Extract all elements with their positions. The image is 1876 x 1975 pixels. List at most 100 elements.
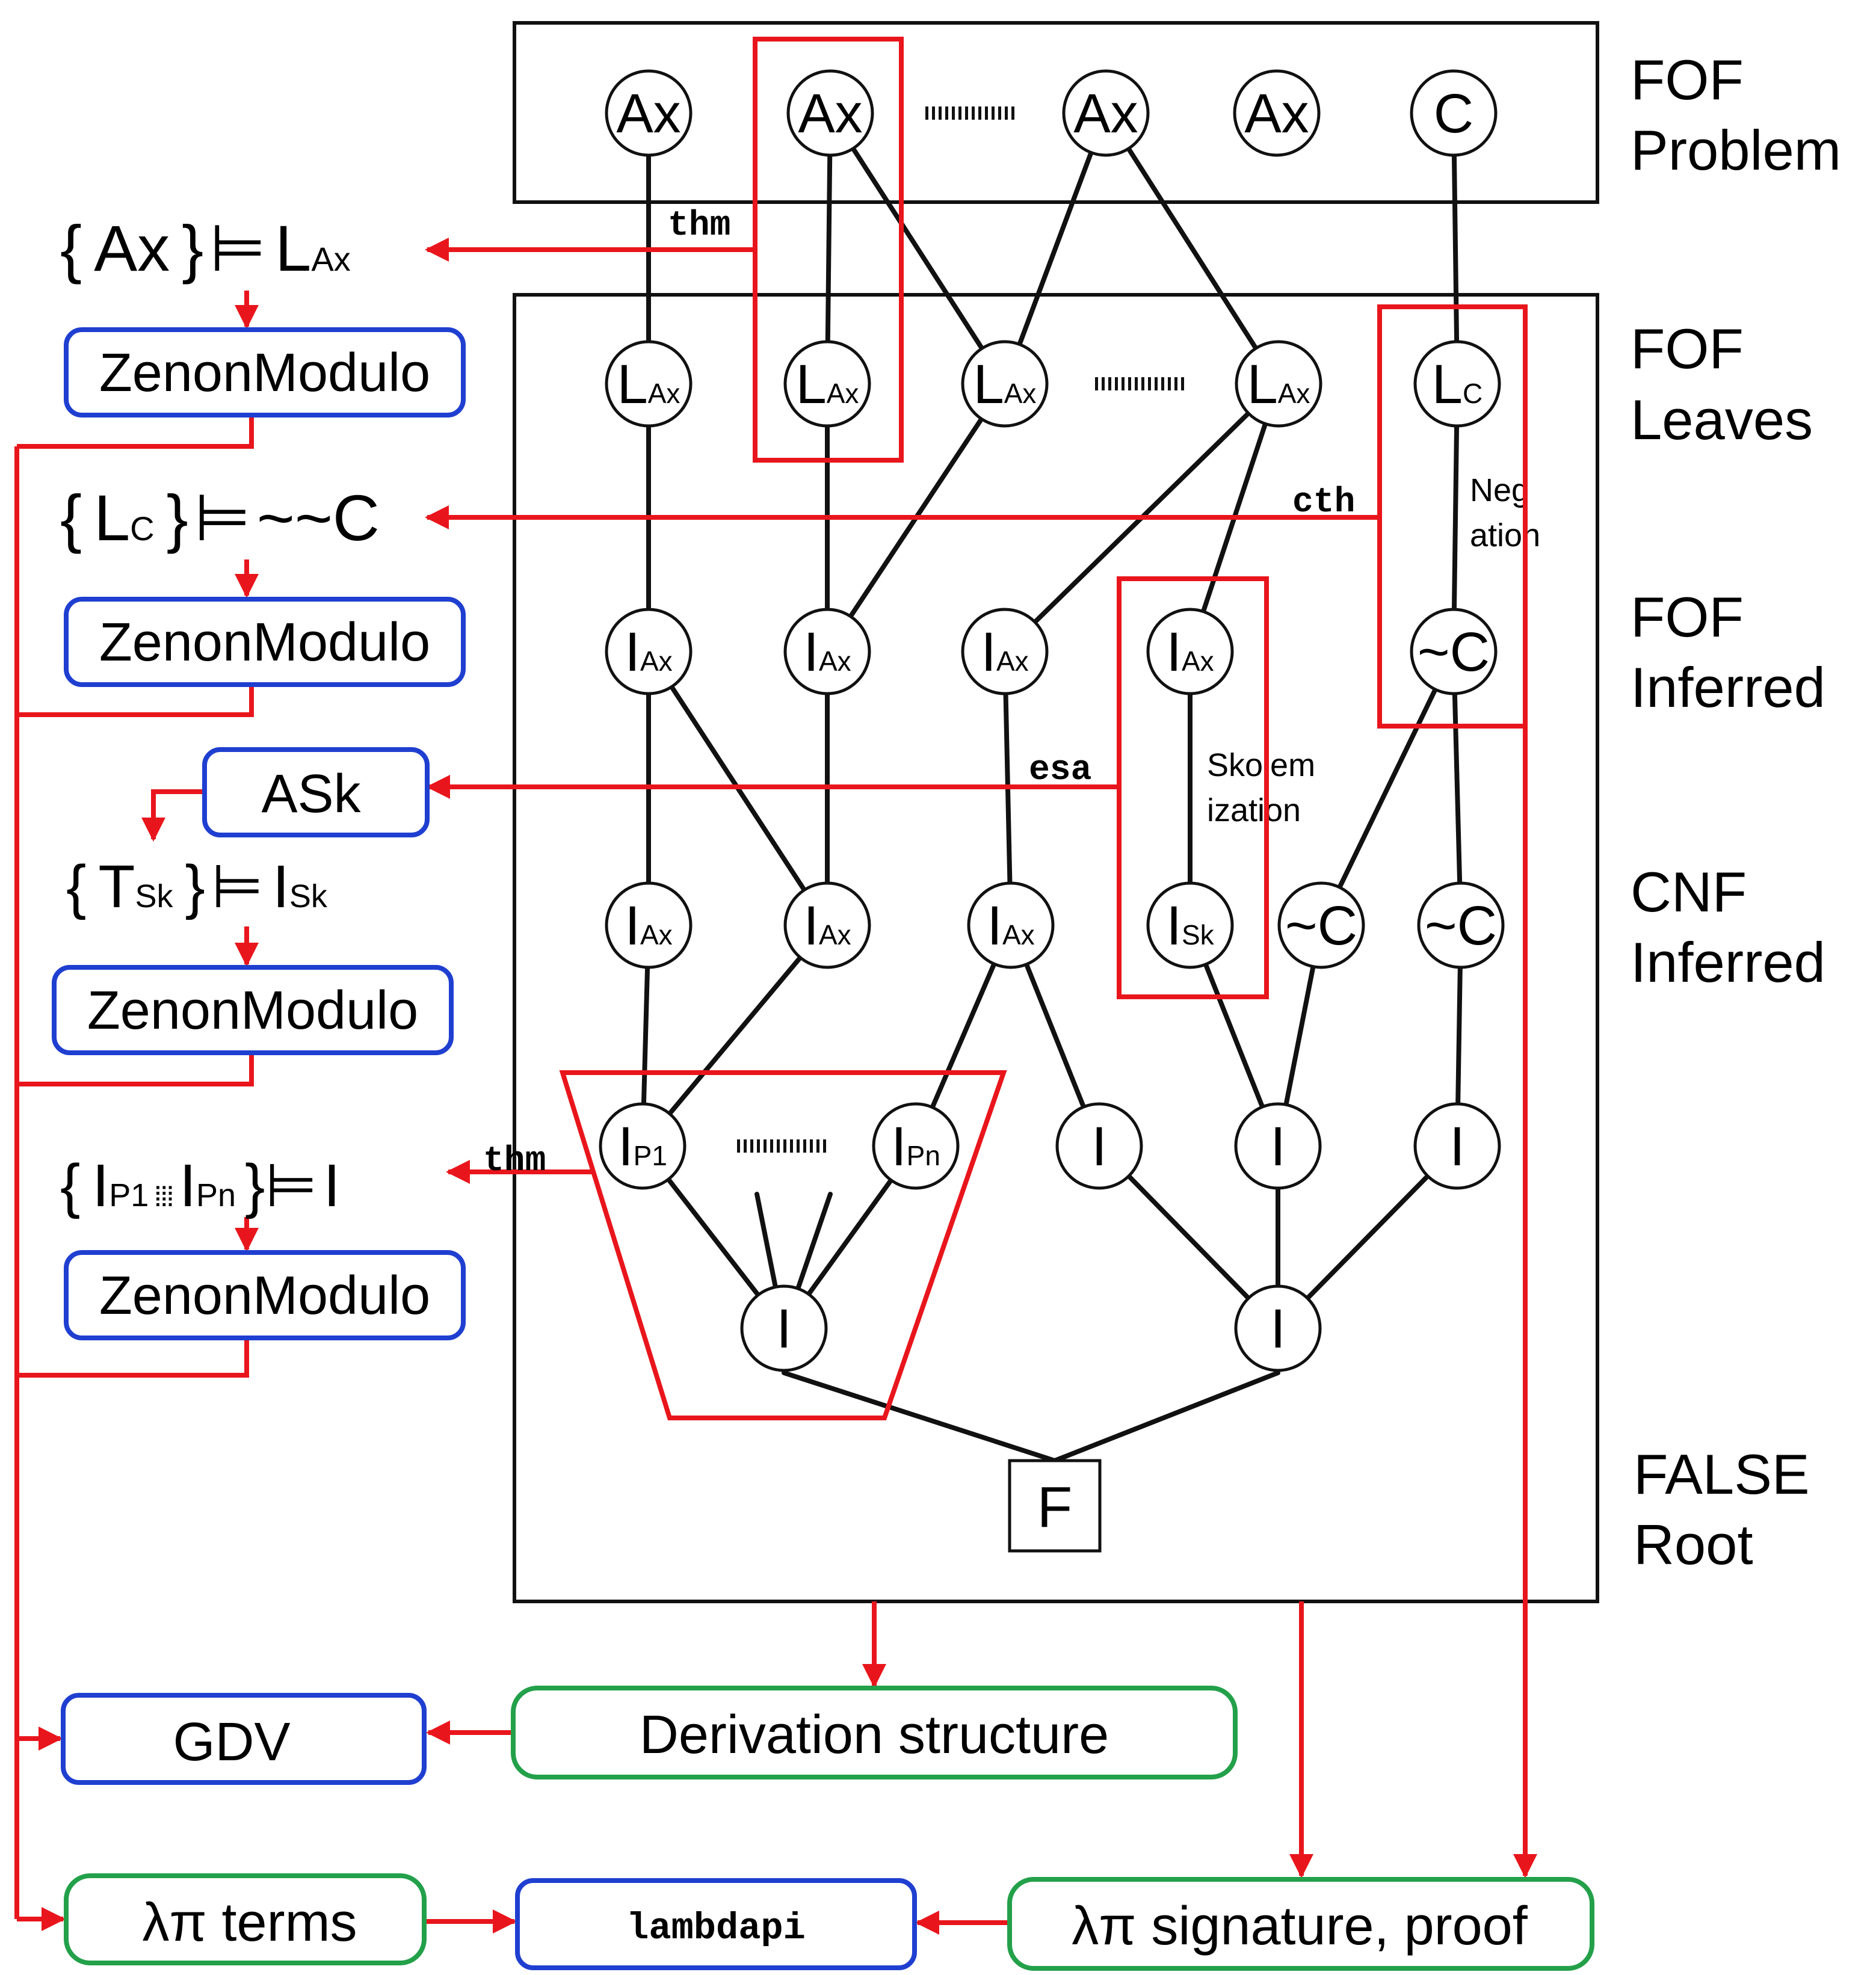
tool-flow-arrows [14, 238, 1537, 1935]
node-circle [1417, 881, 1505, 969]
node-label: I [1270, 1116, 1286, 1177]
node-problem-0: Ax [605, 69, 693, 157]
formula-axiom-entails-leaf: {Ax}⊨LAx [60, 212, 351, 285]
node-circle [961, 608, 1049, 695]
node-label: Ax [798, 83, 862, 144]
false-root-node: F [1008, 1459, 1102, 1553]
ask-box [202, 747, 430, 837]
node-label: IAx [803, 621, 851, 683]
node-circle [605, 340, 693, 428]
edge-fof_inferred-4-to-cnf_inferred-4 [1319, 649, 1456, 928]
zenon-box-4 [64, 1250, 466, 1340]
lambdapi-label: lambdapi [626, 1907, 806, 1950]
node-label: C [1434, 83, 1473, 144]
zenon-box-1 [64, 327, 466, 417]
node-row5-3: I [1234, 1102, 1322, 1190]
node-cnf-inferred-1: IAx [783, 881, 871, 969]
node-problem-4: C [1410, 69, 1498, 157]
negation-label-2: ation [1470, 517, 1540, 553]
zenon-label-1: ZenonModulo [99, 343, 430, 403]
fof-inferred-label-1: FOF [1631, 585, 1744, 649]
derivation-structure-label: Derivation structure [640, 1705, 1109, 1765]
node-row6-0: I [740, 1284, 828, 1372]
zenon-label-3: ZenonModulo [87, 981, 418, 1041]
node-circle [786, 69, 874, 157]
node-circle [605, 881, 693, 969]
ellipsis-marks [737, 106, 1185, 1153]
node-circle [740, 1284, 828, 1372]
formula-conjecture-double-negation: {LC}⊨~~C [60, 481, 380, 554]
node-circle [967, 881, 1055, 969]
formula-premises-entail-inference: {IP1⦙⦙⦙IPn}⊨I [60, 1152, 340, 1219]
zenon-label-2: ZenonModulo [99, 612, 430, 673]
false-root-label-2: Root [1634, 1513, 1753, 1576]
node-problem-2: Ax [1062, 69, 1150, 157]
node-row5-1: IPn [872, 1102, 960, 1190]
node-label: IAx [987, 895, 1034, 957]
node-label: LAx [973, 354, 1037, 415]
node-circle [783, 608, 871, 695]
negation-label-1: Neg [1470, 472, 1529, 508]
node-label: I [776, 1298, 792, 1360]
fof-inferred-label-2: Inferred [1631, 656, 1825, 719]
lp-signature-label: λπ signature, proof [1072, 1896, 1528, 1956]
node-label: LAx [1247, 354, 1310, 415]
edge-cnf_inferred-1-to-row5-0 [640, 923, 830, 1148]
node-label: IAx [981, 621, 1028, 683]
inference-highlight-trapezoid [559, 1070, 1007, 1420]
node-circle [605, 608, 693, 695]
edge-fof_inferred-4-to-cnf_inferred-5 [1451, 649, 1463, 928]
edge-problem-4-to-leaves-4 [1451, 111, 1460, 386]
node-leaves-3: LAx [1235, 340, 1322, 428]
edge-problem-1-to-leaves-2 [828, 111, 1007, 386]
node-label: I [1091, 1116, 1107, 1177]
edge-extra-2 [782, 1370, 1057, 1463]
node-label: ~C [1418, 621, 1490, 683]
ask-to-f3 [141, 789, 205, 842]
ask-label: ASk [261, 764, 361, 824]
node-circle [1413, 340, 1501, 428]
zenon-1-out [17, 415, 254, 449]
proof-graph-box [513, 293, 1599, 1603]
lambdapi-box [515, 1878, 917, 1970]
node-row6-1: I [1234, 1284, 1322, 1372]
node-problem-3: Ax [1233, 69, 1321, 157]
node-circle [961, 340, 1049, 428]
node-label: IAx [1166, 621, 1214, 683]
node-circle [872, 1102, 960, 1190]
esa-edge-label: esa [1029, 751, 1091, 790]
edge-problem-1-to-leaves-1 [825, 111, 833, 386]
zenon-box-3 [52, 965, 454, 1055]
thm-edge-label-2: thm [483, 1142, 546, 1181]
node-circle [1235, 340, 1322, 428]
lp-terms-label: λπ terms [142, 1893, 357, 1953]
fof-problem-label-2: Problem [1631, 119, 1841, 182]
zenon-label-4: ZenonModulo [99, 1266, 430, 1326]
node-label: LAx [796, 354, 859, 415]
highlight-frames [559, 37, 1528, 1420]
node-circle [605, 69, 693, 157]
node-cnf-inferred-5: ~C [1417, 881, 1505, 969]
node-circle [1413, 1102, 1501, 1190]
node-circle [1146, 608, 1234, 695]
node-label: Ax [1073, 83, 1138, 144]
node-circle [1234, 1284, 1322, 1372]
edge-leaves-4-to-fof_inferred-4 [1451, 381, 1460, 654]
lp-signature-box [1007, 1877, 1594, 1971]
node-cnf-inferred-0: IAx [605, 881, 693, 969]
fof-problem-box [513, 21, 1599, 204]
node-label: IPn [891, 1116, 940, 1177]
node-row5-2: I [1055, 1102, 1143, 1190]
node-cnf-inferred-4: ~C [1277, 881, 1365, 969]
zenon-3-out [17, 1053, 254, 1086]
node-label: LAx [617, 354, 680, 415]
node-label: IP1 [618, 1116, 667, 1177]
zenon-box-2 [64, 597, 466, 687]
node-label: Ax [616, 83, 680, 144]
node-circle [1055, 1102, 1143, 1190]
node-label: I [1270, 1298, 1286, 1360]
node-fof-inferred-2: IAx [961, 608, 1049, 695]
node-circle [1233, 69, 1321, 157]
